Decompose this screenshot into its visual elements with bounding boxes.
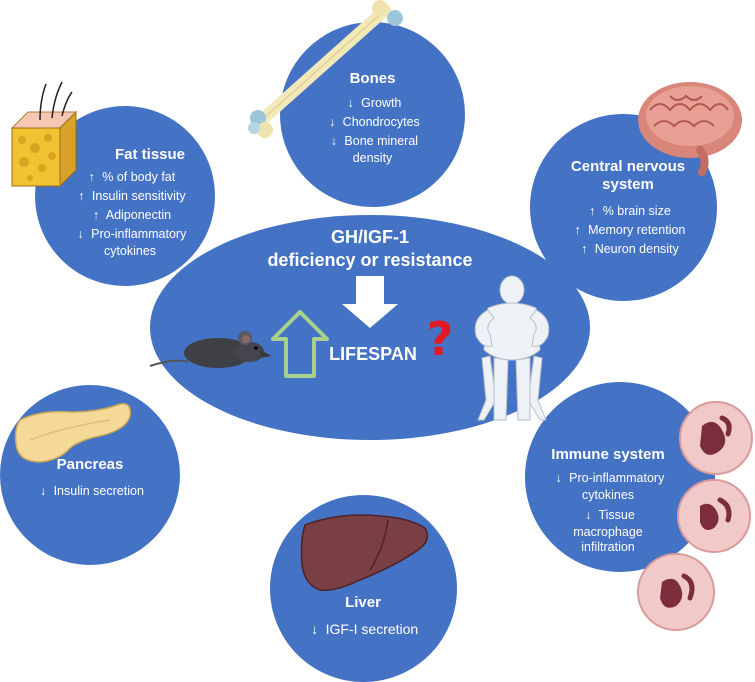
cns-item: ↑ % brain size [589, 204, 671, 218]
center-title-line2: deficiency or resistance [267, 250, 473, 270]
liver-item: ↓ IGF-I secretion [311, 621, 419, 637]
bones-item-cont: density [352, 151, 393, 165]
immune-item-cont: cytokines [581, 488, 635, 502]
question-mark: ? [426, 312, 454, 366]
immune-item: ↓ Pro-inflammatory [555, 471, 665, 485]
bones-item: ↓ Chondrocytes [329, 115, 420, 129]
fat-tissue-text: Fat tissue ↑ % of body fat ↑ Insulin sen… [50, 146, 210, 259]
center-title-line1: GH/IGF-1 [330, 227, 409, 247]
fat-item: ↑ % of body fat [88, 170, 176, 184]
liver-title: Liver [345, 594, 381, 611]
liver-text: Liver ↓ IGF-I secretion [283, 594, 443, 639]
liver-circle [270, 495, 457, 682]
fat-tissue-title: Fat tissue [114, 146, 186, 163]
center-title: GH/IGF-1 deficiency or resistance [230, 226, 510, 272]
immune-title: Immune system [551, 446, 665, 463]
pancreas-text: Pancreas ↓ Insulin secretion [10, 456, 170, 501]
immune-text: Immune system ↓ Pro-inflammatory cytokin… [528, 446, 688, 555]
pancreas-item: ↓ Insulin secretion [39, 484, 144, 498]
immune-item: ↓ Tissue [585, 508, 635, 522]
immune-item-cont: infiltration [581, 540, 635, 554]
bones-title: Bones [349, 70, 396, 87]
cns-title-line1: Central nervous [570, 158, 686, 175]
cns-item: ↑ Memory retention [574, 223, 686, 237]
fat-item-cont: cytokines [103, 244, 157, 258]
cns-item: ↑ Neuron density [581, 242, 679, 256]
cns-text: Central nervous system ↑ % brain size ↑ … [548, 158, 708, 259]
bones-item: ↓ Growth [347, 96, 402, 110]
bones-item: ↓ Bone mineral [330, 134, 419, 148]
fat-item: ↑ Adiponectin [92, 208, 172, 222]
lifespan-label: LIFESPAN [329, 344, 417, 364]
immune-item-cont: macrophage [573, 525, 643, 539]
bones-text: Bones ↓ Growth ↓ Chondrocytes ↓ Bone min… [305, 70, 440, 166]
fat-item: ↑ Insulin sensitivity [78, 189, 186, 203]
pancreas-title: Pancreas [56, 456, 124, 473]
fat-item: ↓ Pro-inflammatory [77, 227, 187, 241]
cns-title-line2: system [602, 176, 654, 193]
